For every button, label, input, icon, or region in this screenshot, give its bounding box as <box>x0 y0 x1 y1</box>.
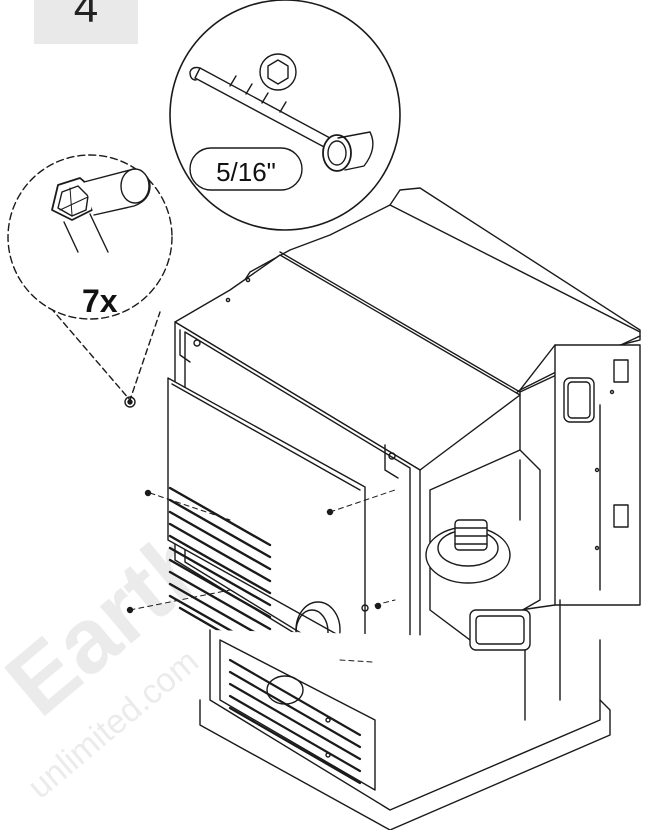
tool-size-label: 5/16" <box>216 157 276 187</box>
screw-count-label: 7x <box>82 283 118 319</box>
tool-size-badge <box>189 147 303 191</box>
nut-driver-icon <box>189 66 374 172</box>
stove-pedestal <box>199 599 611 830</box>
tool-callout: 5/16" <box>169 0 401 231</box>
screw-callout: 7x <box>7 154 173 401</box>
screw-markers <box>124 396 382 614</box>
pedestal-louvers <box>228 658 362 785</box>
blower-assembly <box>425 449 541 651</box>
hex-socket-icon <box>259 53 297 91</box>
step-number-box: 4 <box>34 0 138 44</box>
hex-screw-icon <box>51 168 151 253</box>
step-number: 4 <box>73 0 99 32</box>
